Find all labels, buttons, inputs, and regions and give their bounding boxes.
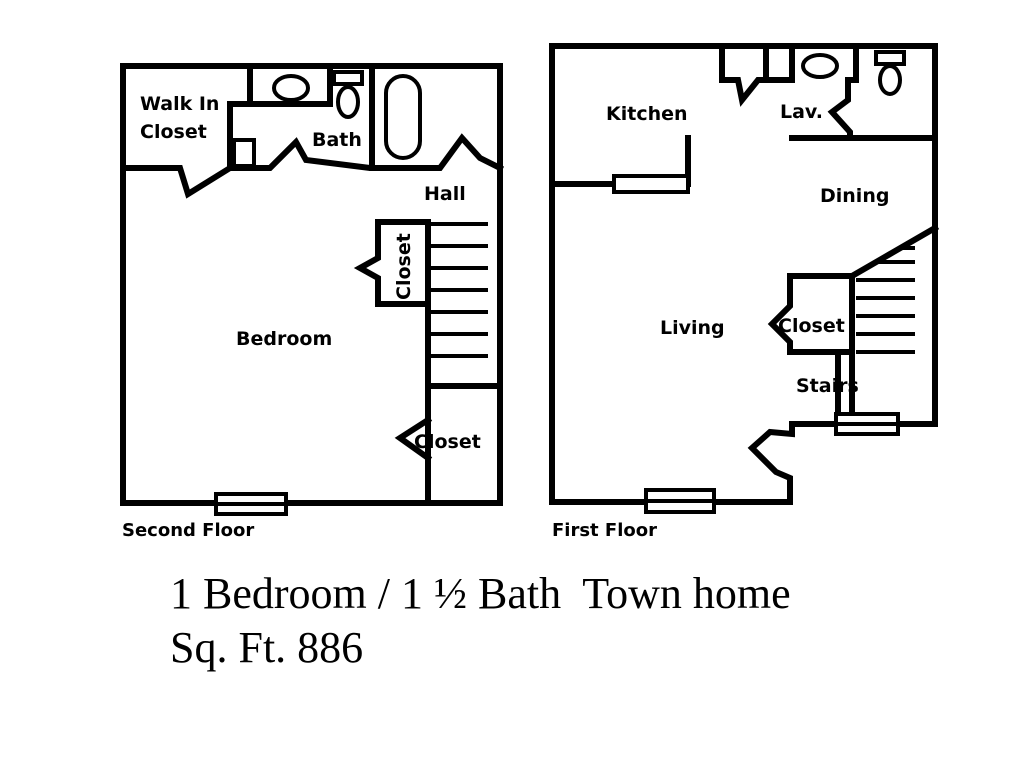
- first-floor-caption: First Floor: [552, 520, 657, 541]
- lower-closet-door: [394, 415, 433, 463]
- first-floor-closet-label: Closet: [778, 315, 845, 337]
- second-floor-plan: Walk In Closet Bath Hall Bedroom Closet …: [120, 63, 505, 516]
- lav-toilet-tank-icon: [874, 50, 906, 66]
- toilet-bowl-icon: [336, 85, 360, 119]
- bath-label: Bath: [312, 129, 362, 151]
- hall-label: Hall: [424, 183, 466, 205]
- stair-closet-label: Closet: [393, 233, 415, 300]
- stairs-label: Stairs: [796, 375, 859, 397]
- bath-fixture-wall: [247, 63, 333, 107]
- sink-icon: [272, 74, 310, 102]
- living-label: Living: [660, 317, 725, 339]
- kitchen-pass-through: [612, 174, 690, 194]
- first-floor-stair-wall: [849, 223, 940, 427]
- bathtub-icon: [384, 74, 422, 160]
- stair-closet-wall: [353, 219, 431, 307]
- lower-closet-label: Closet: [414, 431, 481, 453]
- second-floor-caption: Second Floor: [122, 520, 254, 541]
- kitchen-label: Kitchen: [606, 103, 688, 125]
- first-floor-outer-wall: [549, 43, 938, 505]
- toilet-tank-icon: [332, 70, 364, 86]
- first-floor-stairs: [856, 246, 915, 354]
- second-floor-outer-wall: [120, 63, 503, 506]
- lav-sink-icon: [801, 53, 839, 79]
- second-floor-stairs: [428, 222, 488, 358]
- first-floor-plan: Kitchen Lav. Dining Living Closet Stairs: [549, 43, 940, 514]
- lav-label: Lav.: [780, 101, 823, 123]
- dining-label: Dining: [820, 185, 889, 207]
- lav-toilet-bowl-icon: [878, 64, 902, 96]
- listing-title: 1 Bedroom / 1 ½ Bath Town home: [170, 569, 791, 618]
- walk-in-closet-label-2: Closet: [140, 121, 207, 143]
- bath-small-box: [232, 138, 256, 168]
- listing-square-footage: Sq. Ft. 886: [170, 623, 364, 672]
- bath-lower-wall: [227, 133, 505, 173]
- first-floor-closet-wall: [767, 273, 855, 355]
- walk-in-closet-wall: [120, 101, 253, 199]
- walk-in-closet-label: Walk In: [140, 93, 219, 115]
- kitchen-cabinet-wall: [719, 43, 795, 107]
- bedroom-label: Bedroom: [236, 328, 332, 350]
